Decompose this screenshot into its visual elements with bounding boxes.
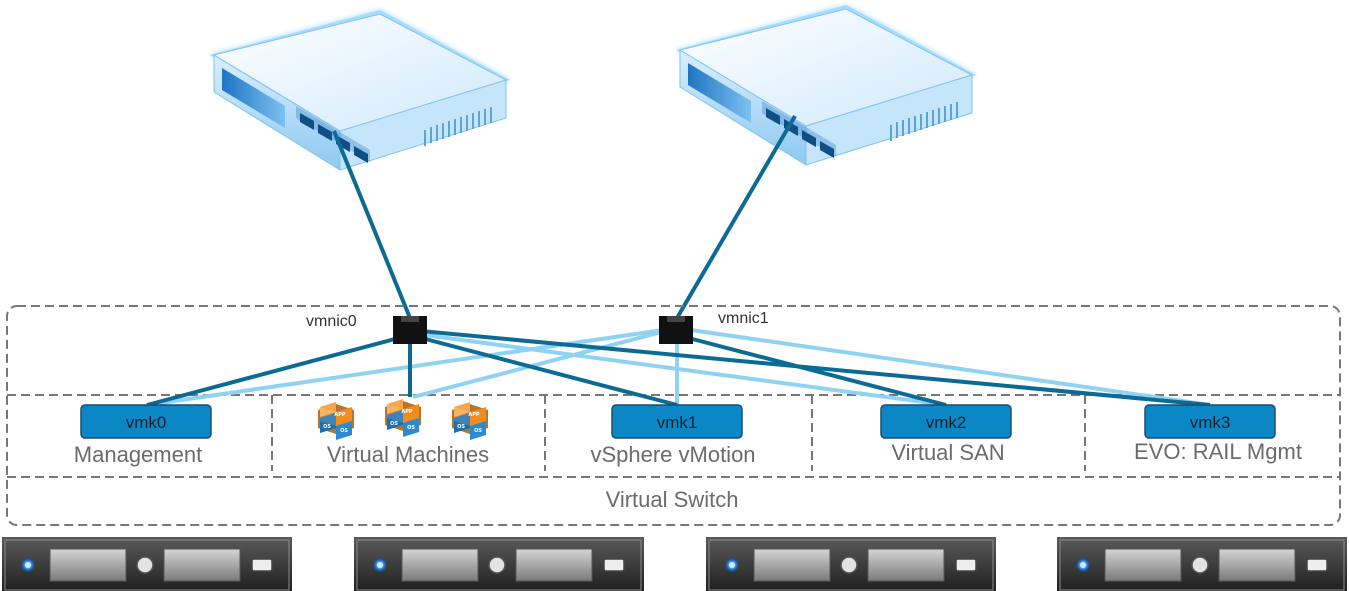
rack-server-icon	[705, 536, 997, 591]
portgroup-label-vmotion: vSphere vMotion	[590, 442, 755, 467]
uplink-cable-vmnic1	[675, 114, 797, 320]
svg-text:OS: OS	[474, 428, 482, 434]
vmk3-label: vmk3	[1190, 413, 1231, 432]
vmk3-port: vmk3	[1144, 404, 1276, 439]
virtual-machine-icon: APP OS OS	[385, 399, 421, 437]
virtual-machine-icon: APP OS OS	[318, 402, 354, 440]
svg-text:OS: OS	[457, 424, 465, 430]
svg-text:OS: OS	[390, 421, 398, 427]
rack-server-icon	[1, 536, 293, 591]
nic-port-vmnic0-icon	[393, 316, 427, 344]
physical-switch-right-icon	[676, 5, 976, 165]
portgroup-label-virtual-san: Virtual SAN	[891, 440, 1004, 465]
vmnic1-label: vmnic1	[718, 310, 769, 327]
svg-text:APP: APP	[468, 412, 480, 418]
active-links	[146, 328, 1211, 407]
vmk2-port: vmk2	[880, 404, 1012, 439]
svg-text:OS: OS	[323, 424, 331, 430]
vmk0-label: vmk0	[126, 413, 167, 432]
physical-switch-left-icon	[210, 10, 510, 170]
rack-server-icon	[353, 536, 645, 591]
rack-server-icon	[1056, 536, 1348, 591]
svg-text:OS: OS	[340, 428, 348, 434]
portgroup-label-virtual-machines: Virtual Machines	[327, 442, 489, 467]
vmk1-label: vmk1	[657, 413, 698, 432]
vmnic0-label: vmnic0	[306, 313, 357, 330]
vmk1-port: vmk1	[611, 404, 743, 439]
svg-text:APP: APP	[334, 412, 346, 418]
svg-text:APP: APP	[401, 409, 413, 415]
svg-text:OS: OS	[407, 425, 415, 431]
uplink-cable-vmnic0	[332, 130, 412, 319]
nic-port-vmnic1-icon	[659, 316, 693, 344]
virtual-switch-label: Virtual Switch	[606, 487, 739, 512]
portgroup-label-evo-rail-mgmt: EVO: RAIL Mgmt	[1134, 439, 1302, 464]
portgroup-label-management: Management	[74, 442, 202, 467]
virtual-switch-box	[6, 305, 1341, 526]
vmk2-label: vmk2	[926, 413, 967, 432]
virtual-machine-icon: APP OS OS	[452, 402, 488, 440]
vmk0-port: vmk0	[80, 404, 212, 439]
